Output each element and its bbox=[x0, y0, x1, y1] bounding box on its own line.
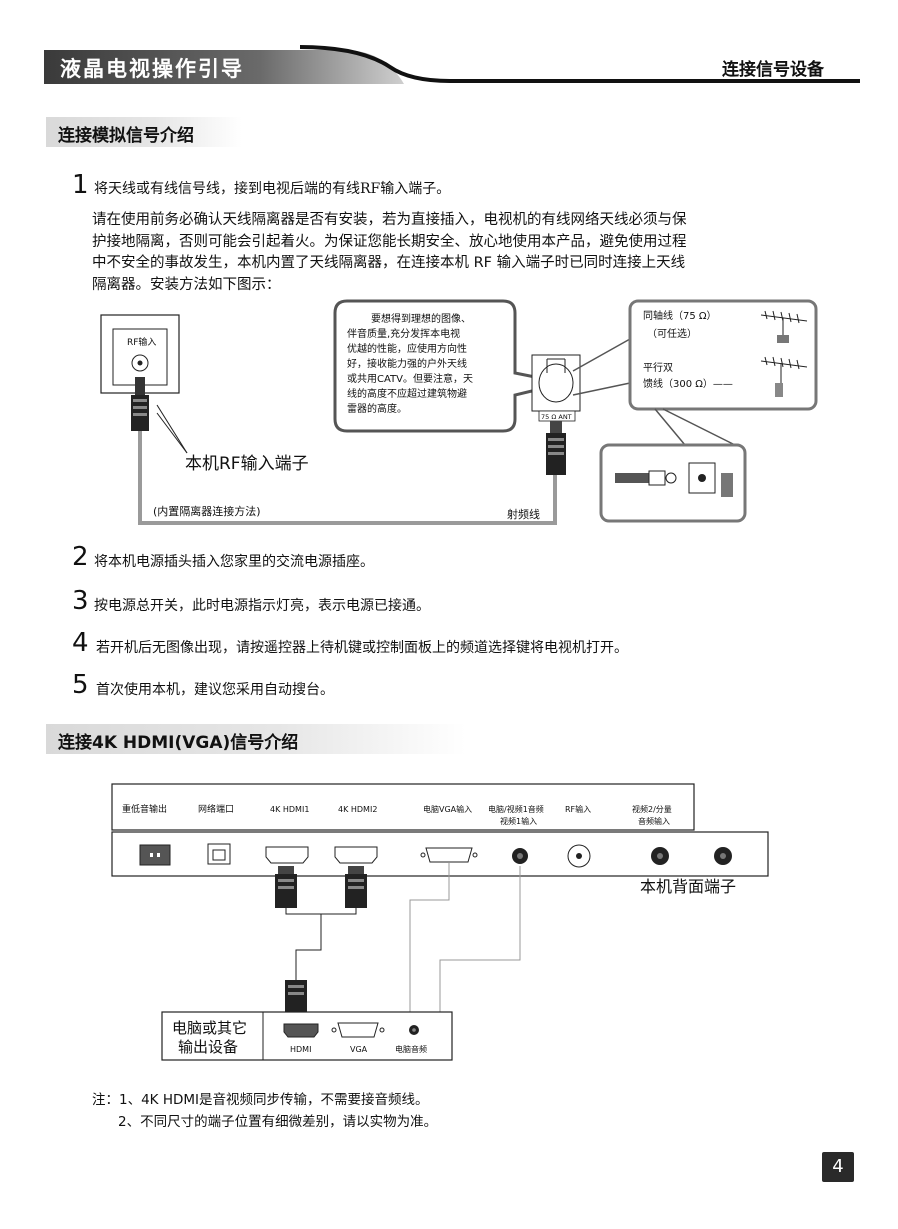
hdmi2-port bbox=[334, 846, 378, 864]
hdmi-plug-1 bbox=[275, 866, 297, 908]
optional-label: （可任选） bbox=[647, 327, 697, 340]
bubble-line: 好，接收能力强的户外天线 bbox=[347, 357, 467, 370]
page-number: 4 bbox=[822, 1152, 854, 1182]
page-header-title: 液晶电视操作引导 bbox=[60, 57, 244, 81]
bubble-line: 伴音质量,充分发挥本电视 bbox=[347, 327, 460, 340]
subwoofer-port bbox=[139, 844, 171, 866]
port-label-hdmi2: 4K HDMI2 bbox=[338, 805, 377, 814]
twin-lead-label-1: 平行双 bbox=[643, 361, 673, 374]
step-number-2: 2 bbox=[72, 542, 89, 572]
device-vga-port bbox=[337, 1022, 379, 1038]
vga-cable bbox=[409, 863, 450, 1012]
bubble-line: 优越的性能，应使用方向性 bbox=[347, 342, 467, 355]
port-label-box bbox=[111, 783, 695, 831]
bubble-line: 或共用CATV。但要注意，天 bbox=[347, 372, 473, 385]
step-text-1: 将天线或有线信号线，接到电视后端的有线RF输入端子。 bbox=[94, 181, 451, 197]
bubble-line: 雷器的高度。 bbox=[347, 402, 407, 415]
paragraph-line: 隔离器。安装方法如下图示： bbox=[92, 276, 281, 293]
port-label-pc-audio-2: 视频1输入 bbox=[500, 816, 537, 826]
rear-terminal-label: 本机背面端子 bbox=[640, 877, 736, 896]
ant-label: 75 Ω ANT bbox=[541, 413, 572, 421]
port-label-rf: RF输入 bbox=[565, 804, 591, 814]
step-number-5: 5 bbox=[72, 670, 89, 700]
header-swoosh bbox=[299, 45, 860, 85]
hdmi-cable bbox=[285, 908, 357, 915]
section-bar-analog bbox=[46, 117, 242, 147]
hdmi-plug-2 bbox=[345, 866, 367, 908]
section-title-hdmi: 连接4K HDMI(VGA)信号介绍 bbox=[58, 733, 299, 753]
device-label-1: 电脑或其它 bbox=[172, 1019, 247, 1037]
step-number-1: 1 bbox=[72, 170, 89, 200]
step-text-4: 若开机后无图像出现，请按遥控器上待机键或控制面板上的频道选择键将电视机打开。 bbox=[96, 640, 628, 656]
section-bar-hdmi bbox=[46, 724, 466, 754]
note-line-2: 2、不同尺寸的端子位置有细微差别，请以实物为准。 bbox=[118, 1114, 438, 1130]
rear-panel-diagram: 重低音输出 网络端口 4K HDMI1 4K HDMI2 电脑VGA输入 电脑/… bbox=[111, 783, 769, 1061]
device-audio-label: 电脑音频 bbox=[395, 1044, 427, 1054]
advice-bubble bbox=[333, 299, 566, 433]
safety-paragraph: 请在使用前务必确认天线隔离器是否有安装，若为直接插入，电视机的有线网络天线必须与… bbox=[92, 210, 816, 296]
vga-port bbox=[425, 847, 473, 863]
rf-cable-label: 射频线 bbox=[507, 507, 540, 521]
rf-cable-path bbox=[138, 431, 557, 525]
antenna-icon bbox=[760, 356, 808, 385]
port-label-hdmi1: 4K HDMI1 bbox=[270, 805, 309, 814]
builtin-method-label: (内置隔离器连接方法) bbox=[153, 504, 261, 518]
device-vga-label: VGA bbox=[350, 1045, 368, 1054]
step-text-2: 将本机电源插头插入您家里的交流电源插座。 bbox=[94, 554, 374, 570]
antenna-options-box bbox=[628, 299, 818, 411]
paragraph-line: 中不安全的事故发生，本机内置了天线隔离器，在连接本机 RF 输入端子时已同时连接… bbox=[92, 255, 686, 271]
section-title-analog: 连接模拟信号介绍 bbox=[58, 126, 194, 146]
port-label-vga: 电脑VGA输入 bbox=[423, 804, 472, 814]
paragraph-line: 护接地隔离，否则可能会引起着火。为保证您能长期安全、放心地使用本产品，避免使用过… bbox=[92, 233, 687, 250]
device-hdmi-label: HDMI bbox=[290, 1045, 311, 1054]
paragraph-line: 请在使用前务必确认天线隔离器是否有安装，若为直接插入，电视机的有线网络天线必须与… bbox=[92, 212, 687, 228]
step-text-3: 按电源总开关，此时电源指示灯亮，表示电源已接通。 bbox=[94, 598, 430, 614]
port-label-video2-1: 视频2/分量 bbox=[632, 804, 672, 814]
step-number-4: 4 bbox=[72, 628, 89, 658]
antenna-connection-diagram: RF输入 本机RF输入端子 (内置隔离器连接方法) 射频线 要想得到理想的图像、… bbox=[100, 299, 818, 525]
port-label-video2-2: 音频输入 bbox=[638, 816, 670, 826]
note-line-1: 注：1、4K HDMI是音视频同步传输，不需要接音频线。 bbox=[92, 1092, 429, 1108]
coax-label: 同轴线（75 Ω） bbox=[643, 309, 717, 322]
twin-lead-label-2: 馈线（300 Ω）—— bbox=[643, 377, 733, 390]
device-label-2: 输出设备 bbox=[178, 1038, 238, 1056]
rf-input-label: RF输入 bbox=[127, 336, 156, 348]
hdmi1-port bbox=[265, 846, 309, 864]
antenna-icon bbox=[760, 310, 808, 341]
bubble-line: 要想得到理想的图像、 bbox=[371, 312, 471, 325]
port-label-pc-audio-1: 电脑/视频1音频 bbox=[488, 804, 544, 814]
port-label-network: 网络端口 bbox=[198, 803, 234, 815]
audio-cable bbox=[439, 866, 521, 1012]
page-header-section: 连接信号设备 bbox=[722, 60, 824, 80]
device-hdmi-port bbox=[283, 1023, 319, 1038]
step-number-3: 3 bbox=[72, 586, 89, 616]
bubble-line: 线的高度不应超过建筑物避 bbox=[347, 387, 467, 400]
port-label-subwoofer: 重低音输出 bbox=[122, 803, 167, 815]
step-text-5: 首次使用本机，建议您采用自动搜台。 bbox=[96, 682, 334, 698]
header-banner bbox=[44, 50, 404, 84]
rf-terminal-label: 本机RF输入端子 bbox=[185, 454, 309, 474]
